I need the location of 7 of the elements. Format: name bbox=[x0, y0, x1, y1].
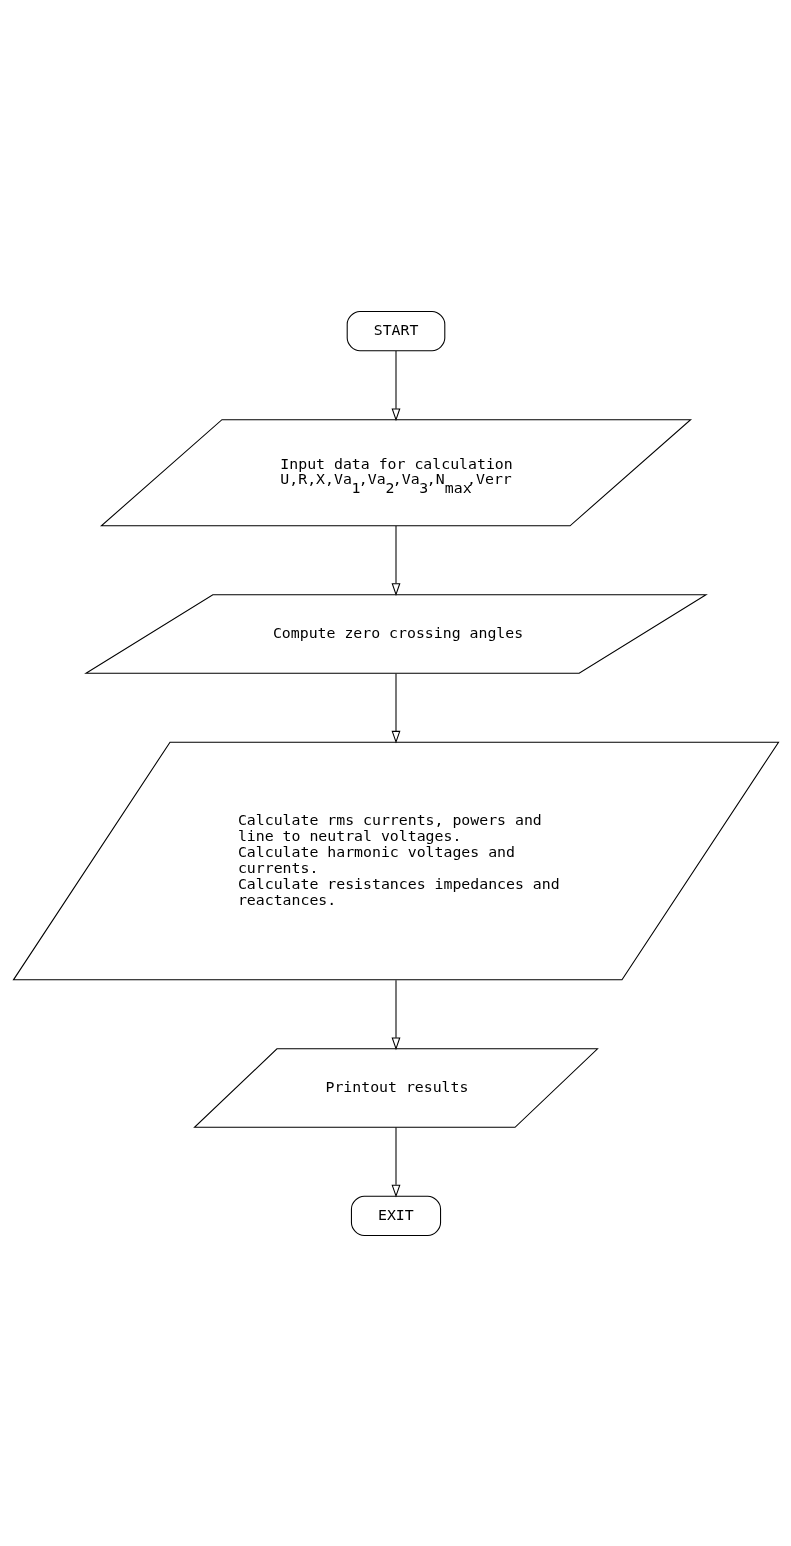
node-box: START bbox=[346, 310, 445, 351]
arrow bbox=[391, 672, 400, 744]
arrow bbox=[391, 524, 400, 596]
arrow bbox=[391, 349, 400, 421]
arrow bbox=[391, 979, 400, 1050]
arrow bbox=[391, 1126, 400, 1198]
node-box: EXIT bbox=[350, 1195, 441, 1236]
